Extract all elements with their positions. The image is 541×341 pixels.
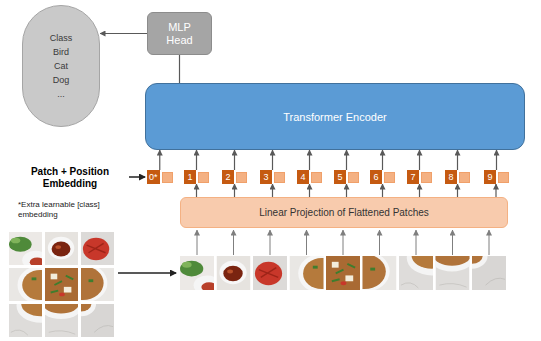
connector-arrow	[382, 150, 383, 170]
patch-embedding-square	[384, 172, 395, 183]
patch-embedding-square	[348, 172, 359, 183]
token-number: 1	[184, 170, 196, 184]
node-text: Class	[50, 31, 73, 45]
class-output-pill: ClassBirdCatDog...	[22, 5, 100, 127]
connector-arrow	[100, 33, 147, 34]
embedding-token: 4	[297, 170, 322, 184]
connector-arrow	[272, 184, 273, 197]
embedding-token: 1	[184, 170, 209, 184]
token-number: 7	[407, 170, 419, 184]
patch-embedding-square	[198, 172, 209, 183]
token-number: 5	[334, 170, 346, 184]
embedding-token: 3	[260, 170, 285, 184]
embedding-token: 8	[445, 170, 470, 184]
node-text: ...	[57, 87, 65, 101]
patch-embedding-square	[274, 172, 285, 183]
connector-arrow	[346, 150, 347, 170]
patch-embedding-square	[311, 172, 322, 183]
embedding-token: 2	[222, 170, 247, 184]
connector-arrow	[196, 184, 197, 197]
token-number: 2	[222, 170, 234, 184]
embedding-label: Patch + Position Embedding	[12, 166, 128, 190]
embedding-token: 5	[334, 170, 359, 184]
node-text: Bird	[53, 45, 69, 59]
token-number: 0*	[147, 170, 160, 184]
patch-embedding-square	[459, 172, 470, 183]
node-text: Transformer Encoder	[283, 111, 387, 123]
connector-arrow	[457, 150, 458, 170]
connector-arrow	[272, 150, 273, 170]
patch-embedding-square	[421, 172, 432, 183]
node-text: Linear Projection of Flattened Patches	[259, 207, 429, 218]
patch-embedding-square	[236, 172, 247, 183]
node-text: Dog	[53, 73, 70, 87]
connector-arrow	[196, 150, 197, 170]
node-text: Cat	[54, 59, 68, 73]
token-number: 6	[370, 170, 382, 184]
connector-arrow	[179, 55, 180, 83]
token-number: 3	[260, 170, 272, 184]
patch-embedding-square	[498, 172, 509, 183]
connector-arrow	[419, 150, 420, 170]
mlp-head-box: MLP Head	[147, 12, 212, 55]
connector-arrow	[159, 150, 160, 170]
connector-arrow	[495, 184, 496, 197]
token-number: 4	[297, 170, 309, 184]
connector-arrow	[382, 184, 383, 197]
connector-arrow	[457, 184, 458, 197]
token-number: 9	[484, 170, 496, 184]
embedding-token: 9	[484, 170, 509, 184]
linear-projection-box: Linear Projection of Flattened Patches	[180, 197, 508, 228]
embedding-token: 7	[407, 170, 432, 184]
connector-arrow	[234, 184, 235, 197]
connector-arrow	[234, 150, 235, 170]
embedding-token: 6	[370, 170, 395, 184]
embedding-token: 0*	[147, 170, 173, 184]
footnote-label: *Extra learnable [class] embedding	[18, 200, 116, 220]
connector-arrow	[419, 184, 420, 197]
transformer-encoder-box: Transformer Encoder	[145, 83, 525, 150]
connector-arrow	[346, 184, 347, 197]
token-number: 8	[445, 170, 457, 184]
node-text: MLP Head	[160, 21, 200, 47]
patch-embedding-square	[162, 172, 173, 183]
connector-arrow	[309, 184, 310, 197]
connector-arrow	[309, 150, 310, 170]
connector-arrow	[496, 150, 497, 170]
